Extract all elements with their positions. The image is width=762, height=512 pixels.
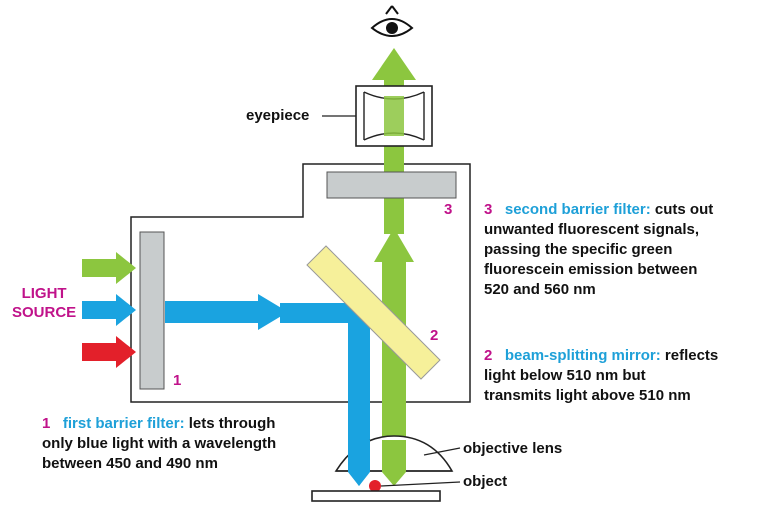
blue-beam-arrowhead xyxy=(258,294,288,330)
blue-beam-to-mirror xyxy=(280,303,370,323)
caption-1-line: between 450 and 490 nm xyxy=(42,455,218,472)
caption-beam-splitting-mirror: 2 beam-splitting mirror: reflects light … xyxy=(484,346,718,406)
object-label: object xyxy=(463,473,508,490)
objective-leader xyxy=(423,447,461,456)
green-beam-in-eyepiece xyxy=(384,96,404,136)
marker-3: 3 xyxy=(444,201,453,218)
beam-splitting-mirror xyxy=(306,245,441,380)
first-barrier-filter xyxy=(139,231,165,390)
marker-1: 1 xyxy=(173,372,182,389)
caption-1-number: 1 xyxy=(42,415,51,432)
caption-3-line: 520 and 560 nm xyxy=(484,281,596,298)
caption-1-title: first barrier filter: xyxy=(62,415,185,432)
caption-first-barrier-filter: 1 first barrier filter: lets through onl… xyxy=(42,414,276,474)
caption-3-number: 3 xyxy=(484,201,493,218)
caption-3-line: unwanted fluorescent signals, xyxy=(484,221,700,238)
red-light-arrow xyxy=(82,336,136,368)
second-barrier-filter xyxy=(326,171,457,199)
green-beam-arrowhead xyxy=(372,48,416,80)
caption-3-line: fluorescein emission between xyxy=(484,261,698,278)
caption-second-barrier-filter: 3 second barrier filter: cuts out unwant… xyxy=(484,200,713,300)
microscope-body xyxy=(130,163,471,403)
caption-2-first-text: reflects xyxy=(664,347,719,364)
blue-light-arrow xyxy=(82,294,136,326)
caption-3-title: second barrier filter: xyxy=(504,201,651,218)
caption-2-line: light below 510 nm but xyxy=(484,367,646,384)
caption-2-number: 2 xyxy=(484,347,493,364)
blue-beam-horizontal xyxy=(165,301,260,323)
caption-3-line: passing the specific green xyxy=(484,241,673,258)
green-light-arrow xyxy=(82,252,136,284)
caption-3-first-text: cuts out xyxy=(654,201,714,218)
eye-icon xyxy=(370,5,414,37)
object-leader xyxy=(380,481,461,487)
caption-1-first-text: lets through xyxy=(188,415,276,432)
caption-1-line: only blue light with a wavelength xyxy=(42,435,277,452)
specimen-slide xyxy=(311,490,441,502)
caption-2-title: beam-splitting mirror: xyxy=(504,347,661,364)
marker-2: 2 xyxy=(430,327,439,344)
caption-2-line: transmits light above 510 nm xyxy=(484,387,691,404)
green-emission-beam xyxy=(374,228,414,486)
light-source-label: LIGHT SOURCE xyxy=(12,285,77,321)
objective-lens-label: objective lens xyxy=(463,440,563,457)
eyepiece-label: eyepiece xyxy=(246,107,310,124)
object-dot xyxy=(369,480,381,492)
